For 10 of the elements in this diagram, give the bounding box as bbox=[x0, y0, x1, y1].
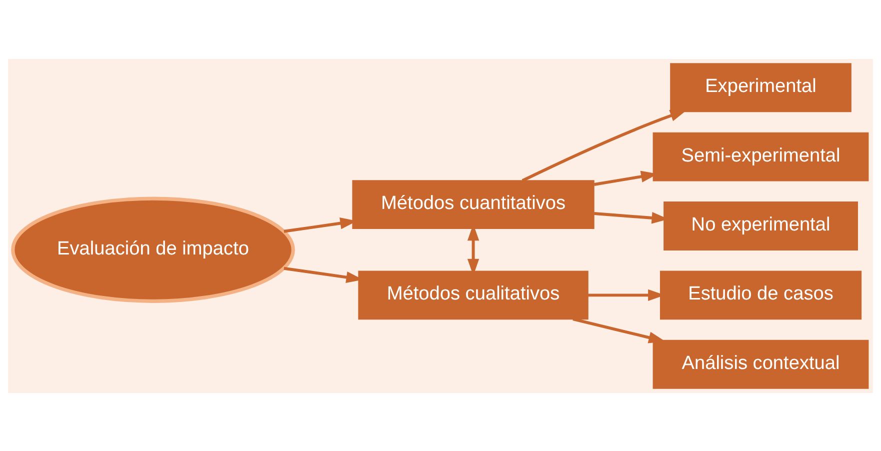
node-box: Análisis contextual bbox=[652, 339, 869, 388]
node-box: Métodos cualitativos bbox=[358, 270, 588, 320]
node-box: Semi-experimental bbox=[652, 132, 869, 181]
arrow bbox=[572, 317, 666, 343]
node-box: No experimental bbox=[664, 201, 858, 250]
node-box: Experimental bbox=[670, 62, 852, 112]
node-box: Métodos cuantitativos bbox=[352, 180, 594, 228]
arrow bbox=[522, 110, 687, 182]
node-ellipse: Evaluación de impacto bbox=[11, 196, 295, 302]
node-box: Estudio de casos bbox=[660, 270, 862, 320]
